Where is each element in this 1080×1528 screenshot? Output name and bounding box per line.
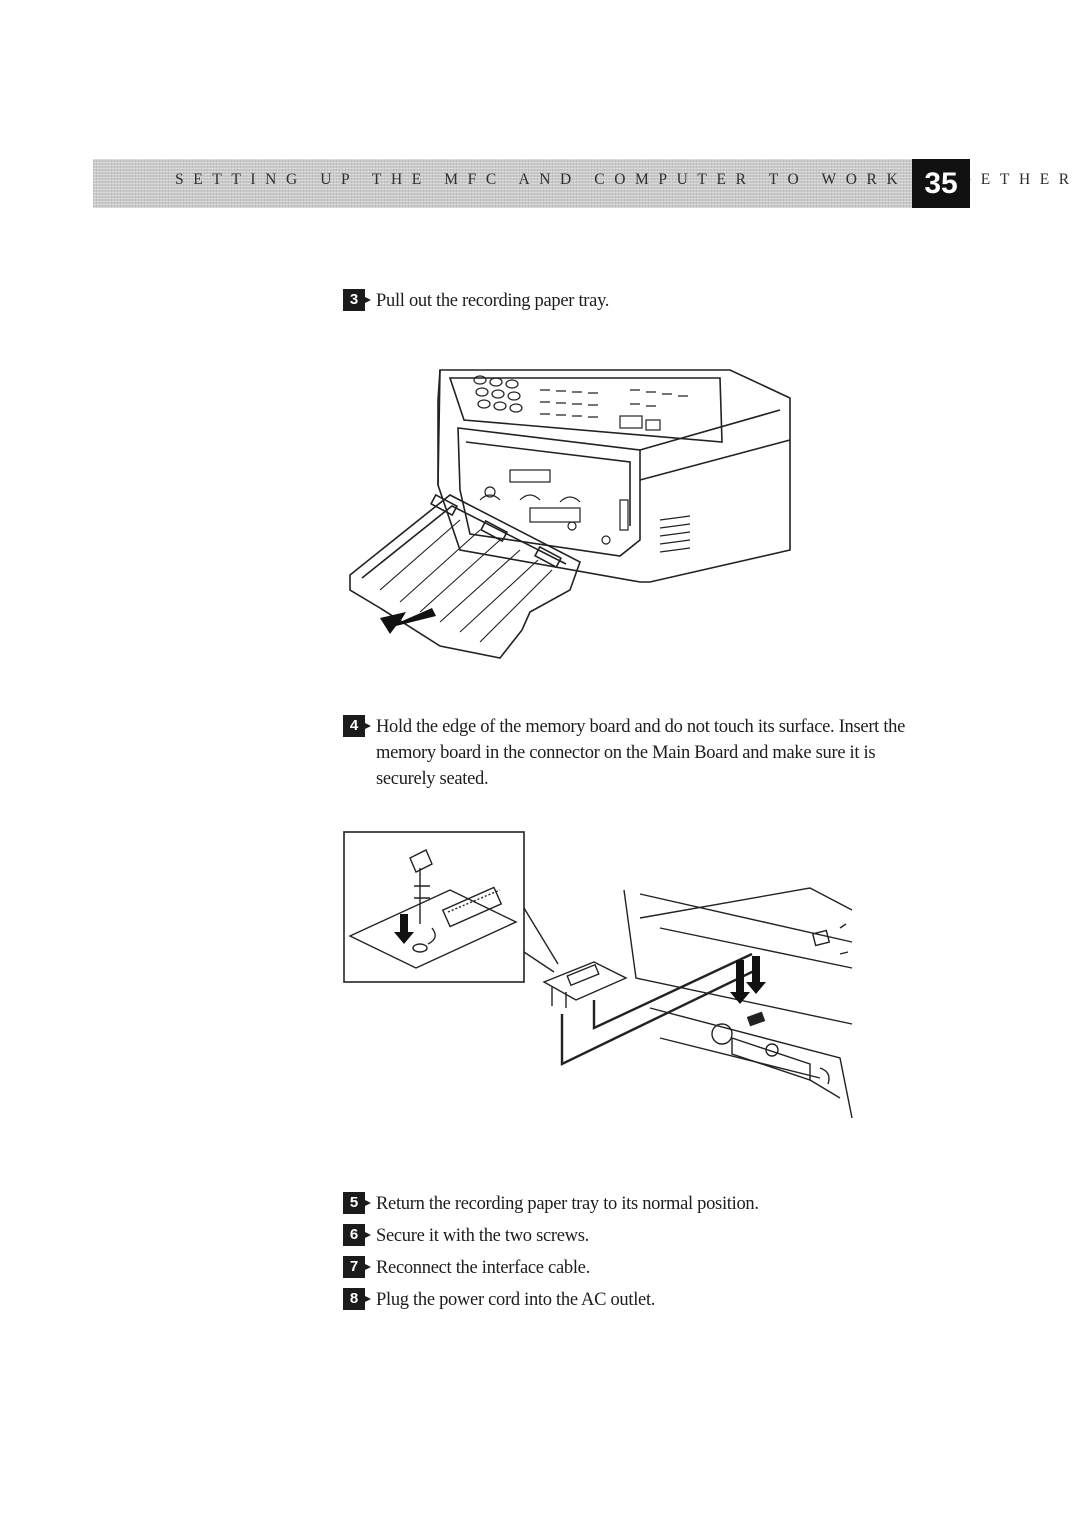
- step-text: Reconnect the interface cable.: [376, 1258, 590, 1278]
- memory-board-installation-illustration: [343, 831, 853, 1119]
- step-3: 3 Pull out the recording paper tray.: [343, 288, 916, 314]
- step-6: 6 Secure it with the two screws.: [343, 1223, 916, 1249]
- paper-tray-removal-illustration: [349, 369, 791, 659]
- pull-arrow-icon: [380, 608, 436, 634]
- step-7: 7 Reconnect the interface cable.: [343, 1255, 916, 1281]
- page-number: 35: [912, 159, 970, 208]
- down-arrow-icon: [394, 914, 414, 944]
- down-arrow-icon: [746, 956, 766, 994]
- step-text: Hold the edge of the memory board and do…: [376, 717, 906, 789]
- step-4: 4 Hold the edge of the memory board and …: [343, 714, 906, 792]
- step-number-badge: 8: [343, 1288, 371, 1310]
- step-number-badge: 3: [343, 289, 371, 311]
- step-text: Plug the power cord into the AC outlet.: [376, 1290, 656, 1310]
- step-text: Return the recording paper tray to its n…: [376, 1194, 759, 1214]
- step-text: Pull out the recording paper tray.: [376, 291, 610, 311]
- step-number-badge: 7: [343, 1256, 371, 1278]
- header-band: [93, 159, 912, 208]
- step-text: Secure it with the two screws.: [376, 1226, 589, 1246]
- step-number-badge: 5: [343, 1192, 371, 1214]
- step-5: 5 Return the recording paper tray to its…: [343, 1191, 916, 1217]
- section-title: SETTING UP THE MFC AND COMPUTER TO WORK …: [175, 171, 1079, 188]
- step-8: 8 Plug the power cord into the AC outlet…: [343, 1287, 916, 1313]
- step-number-badge: 4: [343, 715, 371, 737]
- step-number-badge: 6: [343, 1224, 371, 1246]
- down-arrow-icon: [730, 960, 750, 1004]
